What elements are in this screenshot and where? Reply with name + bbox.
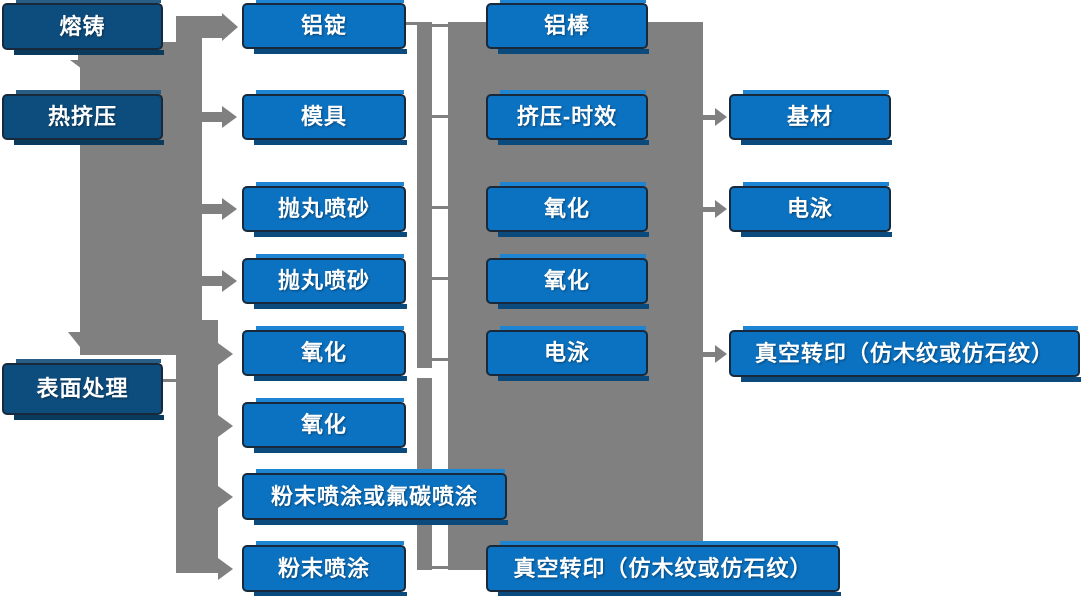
arrow-down-head-1 <box>70 60 150 90</box>
arrowhead-row2 <box>222 106 237 128</box>
arrowhead-row3 <box>222 198 237 220</box>
tick-bus-row4 <box>432 277 448 280</box>
node-shot-blasting-2: 抛丸喷砂 <box>242 254 407 309</box>
arm-row2 <box>200 112 222 122</box>
connector-left-trunk-upper <box>176 16 202 320</box>
out-arm-vacuum-transfer <box>703 352 715 357</box>
node-aluminum-ingot: 铝锭 <box>242 0 407 54</box>
arrowhead-row8 <box>218 558 233 580</box>
arrowhead-row5 <box>218 343 233 365</box>
tick-bus-row2 <box>432 115 448 118</box>
node-oxidation-4: 氧化 <box>486 254 649 309</box>
arm-row4 <box>200 276 222 286</box>
out-arrowhead-substrate <box>715 108 727 126</box>
arrowhead-row6 <box>218 415 233 437</box>
connector-surface-link <box>162 379 178 382</box>
node-substrate: 基材 <box>729 90 892 145</box>
arm-row1 <box>176 16 222 38</box>
out-arrowhead-vacuum-transfer <box>715 345 727 363</box>
node-surface-treatment: 表面处理 <box>2 359 164 420</box>
node-oxidation-3: 氧化 <box>486 182 649 237</box>
arrow-down-head-2 <box>68 332 100 352</box>
node-mold: 模具 <box>242 90 407 145</box>
arrowhead-row7 <box>218 486 233 508</box>
out-arm-electrophoresis <box>703 207 715 212</box>
tick-bus-row3 <box>432 206 448 209</box>
out-arrowhead-electrophoresis <box>715 200 727 218</box>
arrowhead-row1 <box>222 13 238 41</box>
connector-left-trunk-lower <box>176 320 218 573</box>
node-aluminum-rod: 铝棒 <box>486 0 649 54</box>
node-oxidation-2: 氧化 <box>242 398 407 453</box>
out-arm-substrate <box>703 115 715 120</box>
connector-mid-bus-upper <box>417 22 432 368</box>
tick-bus-row5 <box>432 358 448 361</box>
node-electrophoresis-1: 电泳 <box>486 326 649 381</box>
node-electrophoresis-2: 电泳 <box>729 182 892 237</box>
tick-bus-row1 <box>432 24 448 27</box>
node-powder-coating: 粉末喷涂 <box>242 541 407 596</box>
node-melt-cast: 熔铸 <box>2 0 164 55</box>
node-vacuum-transfer-1: 真空转印（仿木纹或仿石纹） <box>486 541 841 596</box>
arm-row3 <box>200 204 222 214</box>
node-vacuum-transfer-2: 真空转印（仿木纹或仿石纹） <box>729 326 1081 382</box>
node-shot-blasting-1: 抛丸喷砂 <box>242 182 407 237</box>
tick-ingot-to-bus <box>406 22 417 25</box>
arrowhead-row4 <box>222 270 237 292</box>
node-powder-or-fluorocarbon-coating: 粉末喷涂或氟碳喷涂 <box>242 469 508 525</box>
node-hot-extrusion: 热挤压 <box>2 90 164 145</box>
node-oxidation-1: 氧化 <box>242 326 407 381</box>
node-extrusion-aging: 挤压-时效 <box>486 90 649 145</box>
